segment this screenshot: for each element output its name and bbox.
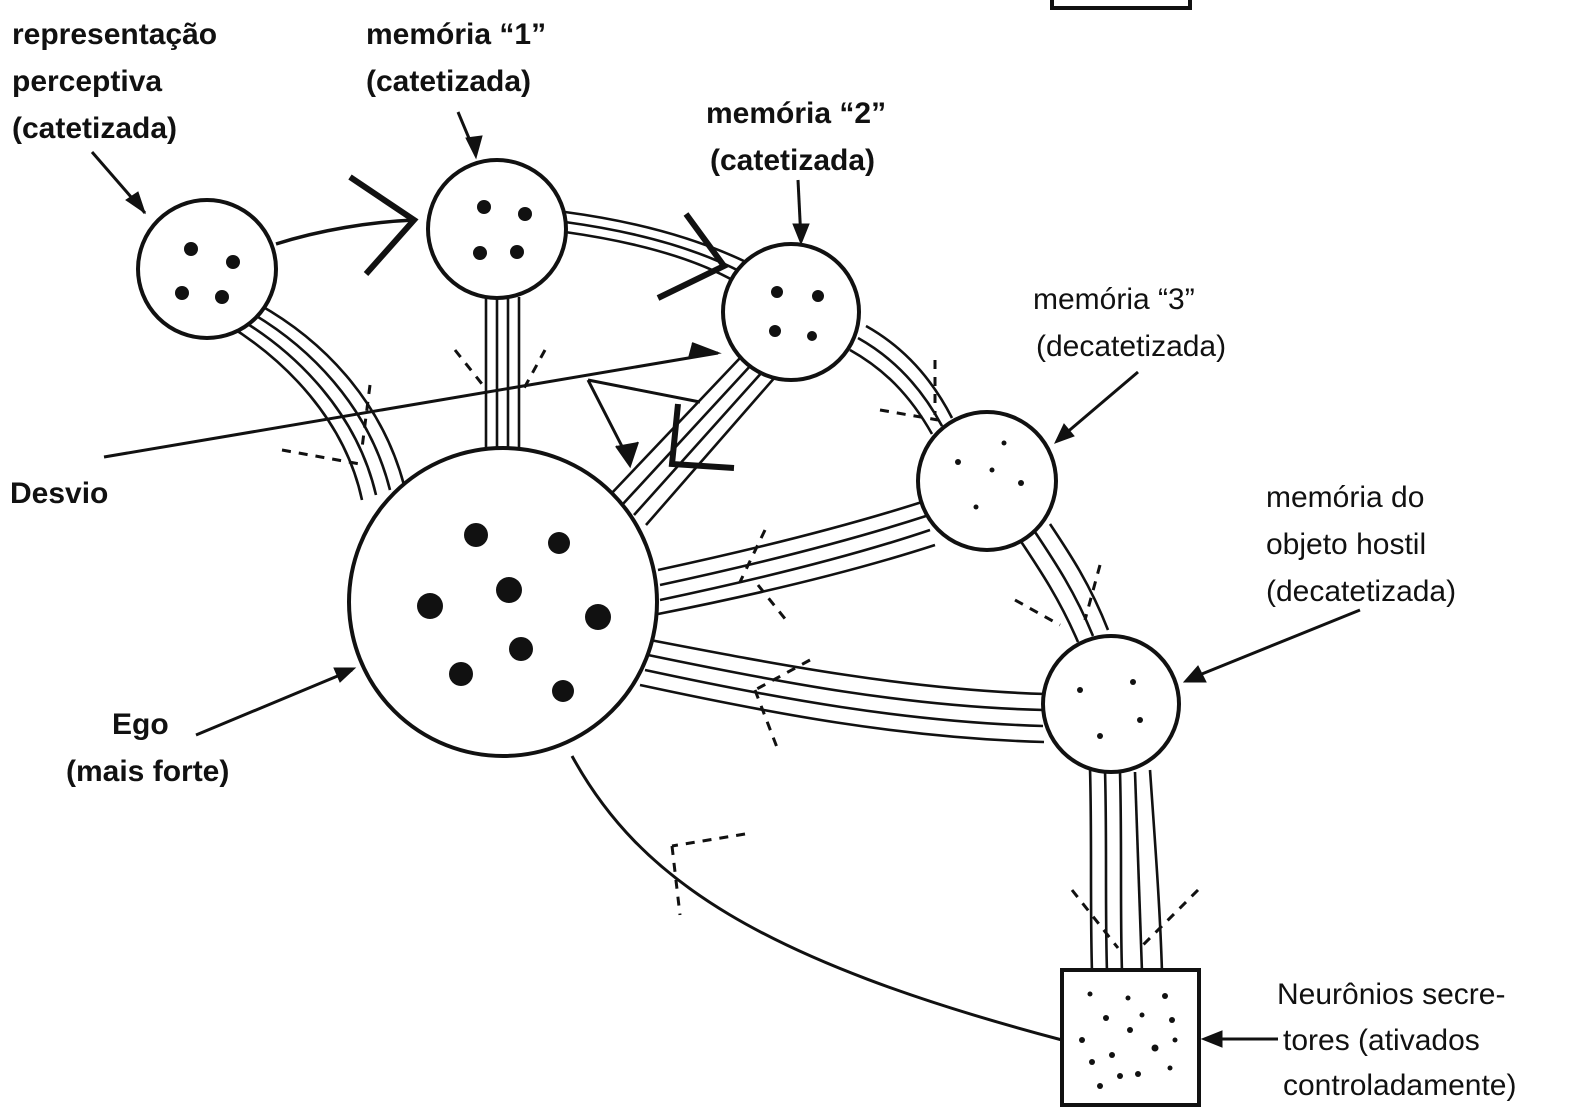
pathway-perceptive-ego bbox=[228, 304, 404, 500]
pathway-memory2-memory3 bbox=[850, 326, 952, 434]
node-ego bbox=[349, 448, 657, 756]
label-hostile-line3: (decatetizada) bbox=[1266, 575, 1456, 608]
top-box-fragment bbox=[1052, 0, 1190, 8]
pathway-ego-memory3 bbox=[658, 502, 935, 614]
pointer-arrowheads bbox=[126, 136, 1222, 1047]
arrowhead-memory1-memory2 bbox=[658, 214, 724, 298]
label-ego-line1: Ego bbox=[112, 708, 169, 741]
label-secretory: Neurônios secre- tores (ativados control… bbox=[1277, 978, 1516, 1102]
node-hostile bbox=[1043, 636, 1179, 772]
label-desvio: Desvio bbox=[10, 477, 108, 510]
pathway-ego-hostile bbox=[640, 640, 1046, 742]
ego-secretory-curve bbox=[572, 756, 1062, 1040]
label-memory1-line2: (catetizada) bbox=[366, 65, 531, 98]
node-perceptive bbox=[138, 200, 276, 338]
node-memory3 bbox=[918, 412, 1056, 550]
label-memory2: memória “2” (catetizada) bbox=[706, 97, 886, 177]
label-hostile-line1: memória do bbox=[1266, 481, 1424, 514]
desvio-branch-arrowhead bbox=[616, 442, 638, 466]
label-perceptive: representação perceptiva (catetizada) bbox=[12, 18, 217, 145]
pathway-memory2-ego bbox=[610, 358, 776, 525]
desvio-arrowhead-main bbox=[688, 343, 718, 358]
pathway-hostile-secretory bbox=[1090, 768, 1162, 972]
label-perceptive-line1: representação bbox=[12, 18, 217, 51]
label-secretory-line1: Neurônios secre- bbox=[1277, 978, 1505, 1011]
label-memory3-line2: (decatetizada) bbox=[1036, 330, 1226, 363]
node-memory2 bbox=[723, 244, 859, 380]
desvio-line bbox=[104, 353, 718, 457]
label-hostile: memória do objeto hostil (decatetizada) bbox=[1266, 481, 1456, 608]
label-hostile-line2: objeto hostil bbox=[1266, 528, 1426, 561]
label-memory1: memória “1” (catetizada) bbox=[366, 18, 546, 98]
label-memory3: memória “3” (decatetizada) bbox=[1033, 283, 1226, 363]
label-secretory-line3: controladamente) bbox=[1283, 1069, 1516, 1102]
label-ego-line2: (mais forte) bbox=[66, 755, 229, 788]
label-perceptive-line2: perceptiva bbox=[12, 65, 162, 98]
pointer-arrows bbox=[92, 112, 1360, 1039]
label-perceptive-line3: (catetizada) bbox=[12, 112, 177, 145]
label-memory1-line1: memória “1” bbox=[366, 18, 546, 51]
label-memory3-line1: memória “3” bbox=[1033, 283, 1195, 316]
label-secretory-line2: tores (ativados bbox=[1283, 1024, 1480, 1057]
label-memory2-line1: memória “2” bbox=[706, 97, 886, 130]
desvio-branch bbox=[588, 380, 700, 462]
pathway-memory1-ego bbox=[486, 297, 519, 452]
label-desvio-line1: Desvio bbox=[10, 477, 108, 510]
label-memory2-line2: (catetizada) bbox=[710, 144, 875, 177]
label-ego: Ego (mais forte) bbox=[66, 708, 229, 788]
node-secretory bbox=[1062, 970, 1199, 1105]
node-memory1 bbox=[428, 160, 566, 298]
